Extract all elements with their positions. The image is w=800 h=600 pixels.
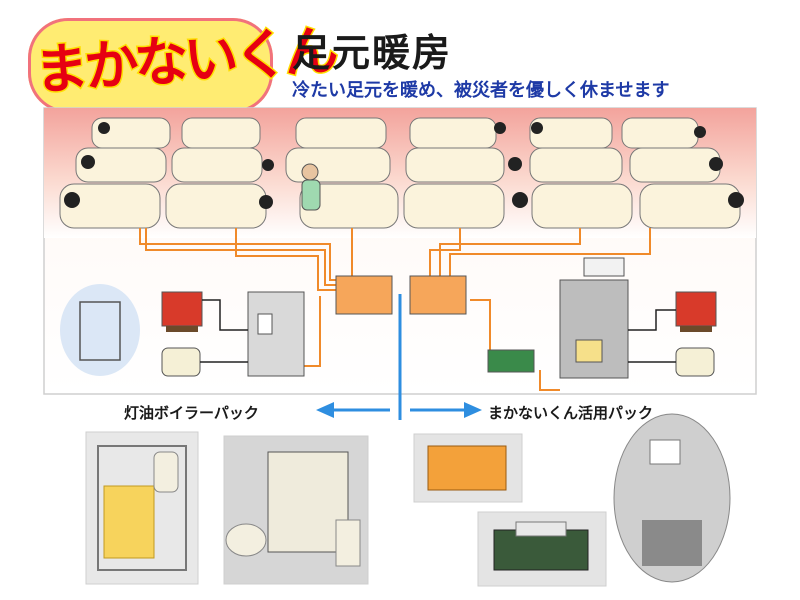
left-manifold-box — [335, 275, 393, 315]
futon — [171, 147, 263, 183]
photo-control-box — [477, 511, 607, 587]
right-manifold-box — [409, 275, 467, 315]
futon — [299, 183, 399, 229]
arrow-right — [410, 402, 482, 418]
bedding-left-block — [59, 117, 399, 229]
futon — [529, 147, 623, 183]
control-box-green — [487, 349, 535, 373]
person-head — [81, 155, 95, 169]
gas-tank — [675, 347, 715, 377]
bedding-right-block — [403, 117, 744, 229]
caregiver-head — [301, 163, 319, 181]
futon — [59, 183, 161, 229]
tank-stand — [680, 326, 712, 332]
futon — [181, 117, 261, 149]
page-title: 足元暖房 — [292, 31, 453, 75]
futon — [405, 147, 505, 183]
futon — [629, 147, 721, 183]
boiler-panel — [257, 313, 273, 335]
left-connections — [200, 299, 248, 363]
person-head — [259, 195, 273, 209]
photo-manifold — [413, 433, 523, 503]
arrow-left — [316, 402, 390, 418]
tank-stand — [166, 326, 198, 332]
person-head — [728, 192, 744, 208]
futon — [403, 183, 505, 229]
futon — [529, 117, 613, 149]
photo-kerosene-boiler — [223, 435, 369, 585]
makanai-kun-pack-label: まかないくん活用パック — [488, 404, 654, 422]
person-head — [98, 122, 110, 134]
cart-icon — [79, 301, 121, 361]
photo-makanai-kun-unit — [613, 413, 731, 583]
fuel-tank-red — [161, 291, 203, 327]
photo-kerosene-cart — [85, 431, 199, 585]
cart-thumbnail-bg — [60, 284, 140, 376]
person-head — [508, 157, 522, 171]
right-connections — [628, 309, 676, 363]
makanai-kun-logo: まかないくん — [28, 10, 338, 120]
caregiver-body — [301, 179, 321, 211]
person-head — [494, 122, 506, 134]
person-head — [709, 157, 723, 171]
futon — [639, 183, 741, 229]
futon — [165, 183, 267, 229]
futon — [409, 117, 497, 149]
person-head — [64, 192, 80, 208]
kerosene-tank — [161, 347, 201, 377]
futon — [295, 117, 387, 149]
unit-top-module — [583, 257, 625, 277]
kerosene-boiler-pack-label: 灯油ボイラーパック — [124, 404, 259, 422]
person-head — [531, 122, 543, 134]
logo-badge — [28, 18, 273, 113]
futon — [75, 147, 167, 183]
heating-pipes — [139, 228, 651, 391]
futon — [285, 147, 391, 183]
unit-panel — [575, 339, 603, 363]
makanai-kun-unit — [559, 279, 629, 379]
person-head — [262, 159, 274, 171]
person-head — [694, 126, 706, 138]
fuel-tank-red — [675, 291, 717, 327]
futon — [531, 183, 633, 229]
page-subtitle: 冷たい足元を暖め、被災者を優しく休ませます — [292, 80, 670, 101]
futon — [621, 117, 699, 149]
person-head — [512, 192, 528, 208]
kerosene-boiler — [247, 291, 305, 377]
